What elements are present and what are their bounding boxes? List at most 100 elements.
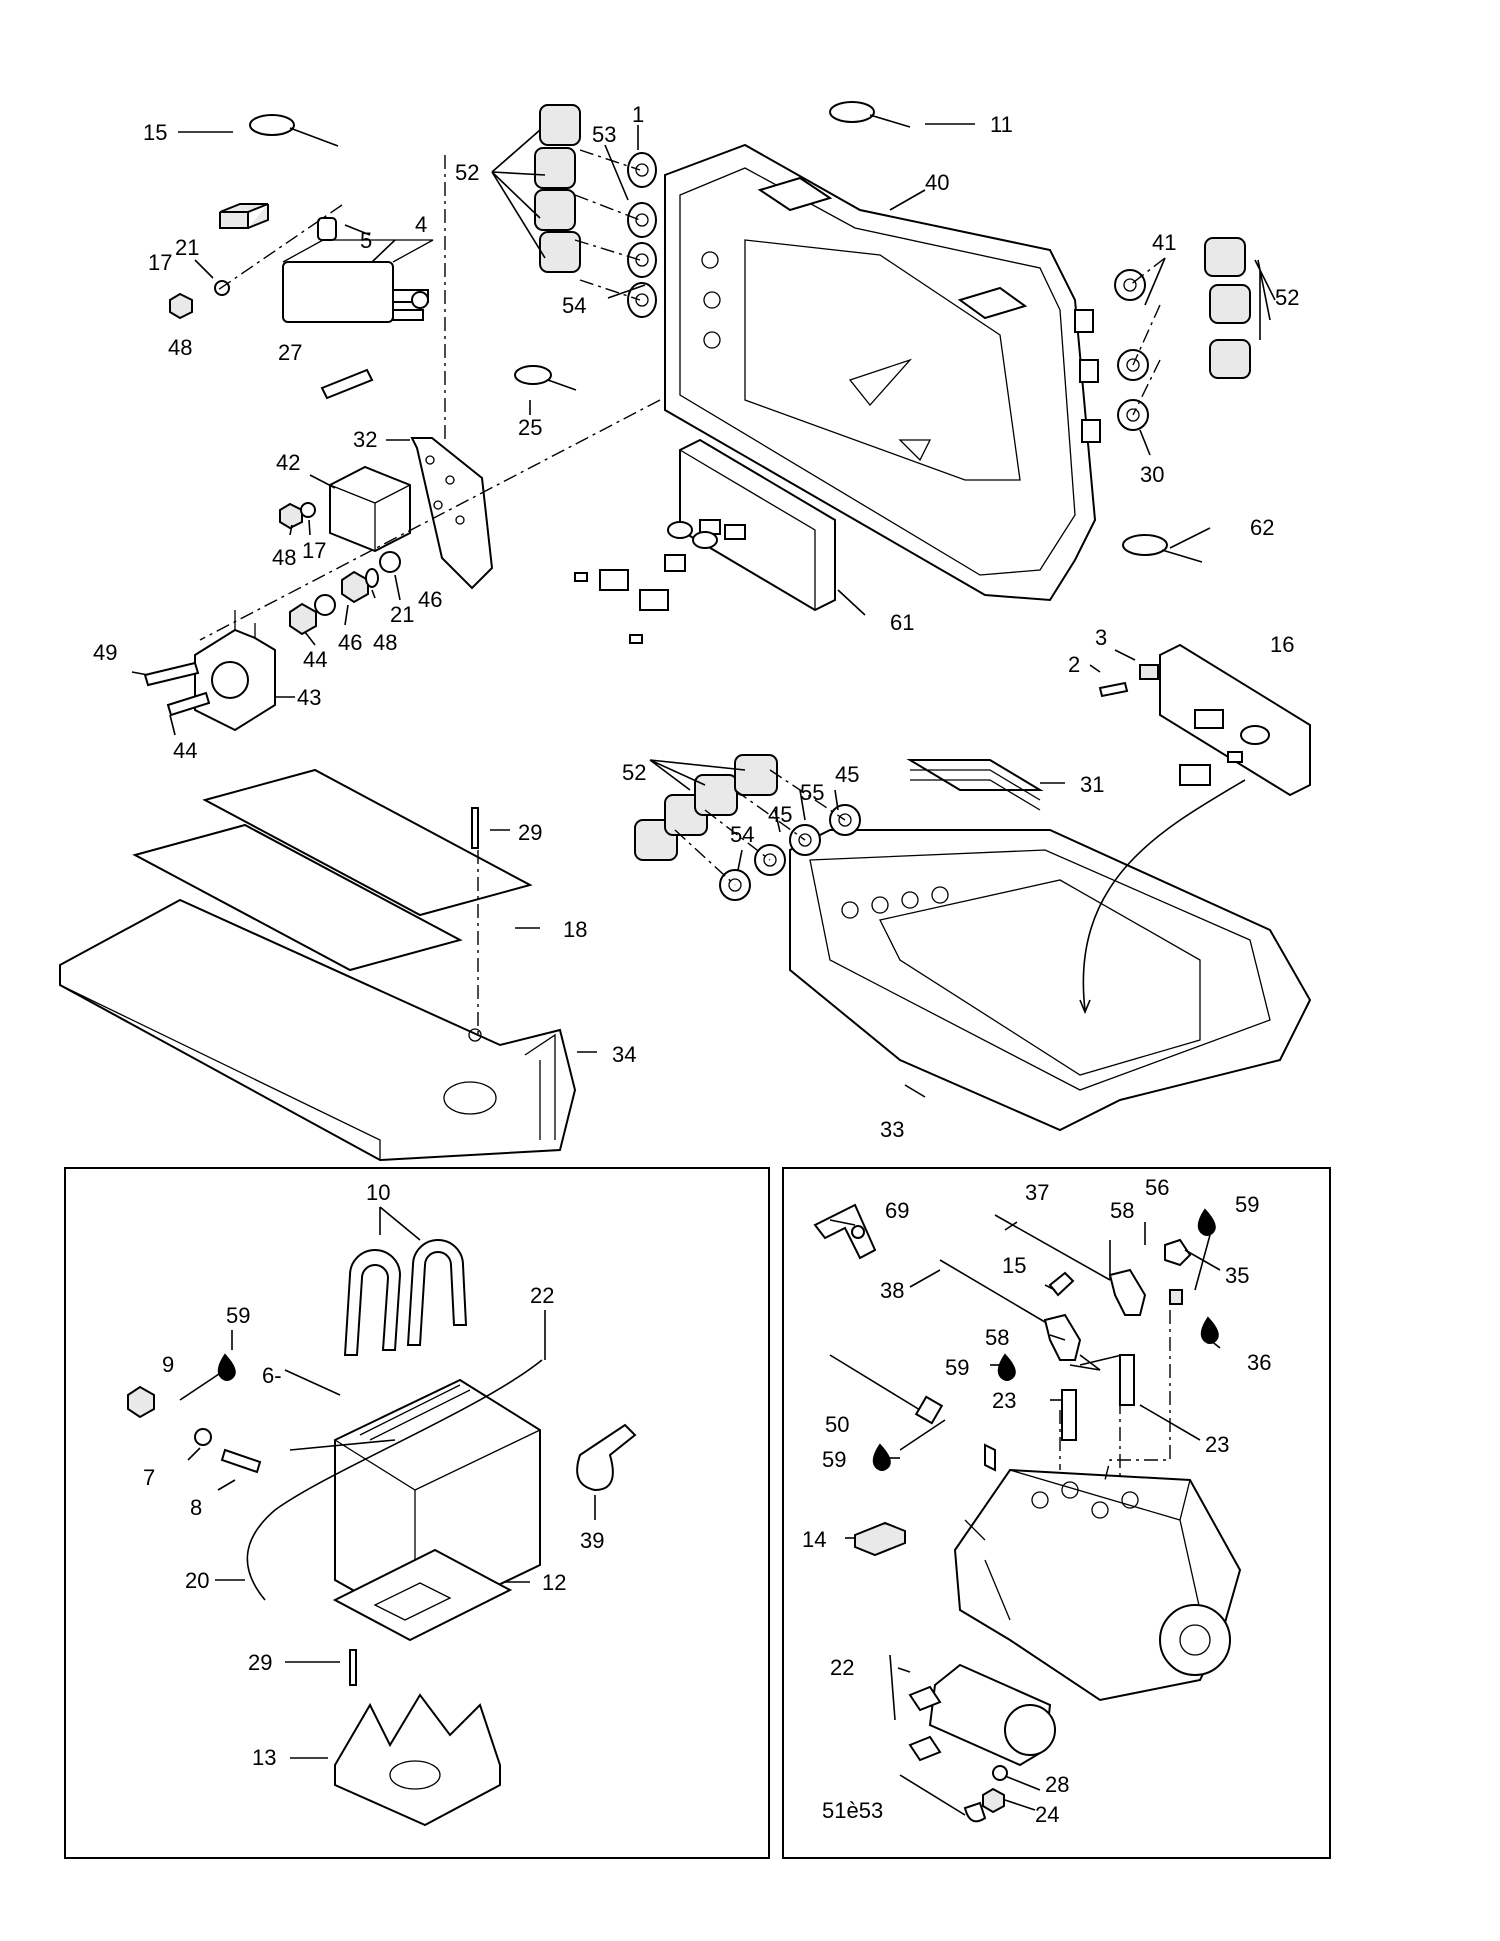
- label-48b: 48: [272, 545, 296, 570]
- label-15a: 15: [143, 120, 167, 145]
- callout-labels: 15 11 1 53 52 40 4 5 21 17 48 27 54 41 5…: [93, 102, 1299, 1827]
- cable-37-38: [939, 1214, 1111, 1326]
- battery-section-frame: [64, 1167, 770, 1859]
- label-51-53: 51è53: [822, 1798, 883, 1823]
- label-53a: 53: [592, 122, 616, 147]
- grommets-left-top: [534, 104, 657, 318]
- label-59c: 59: [945, 1355, 969, 1380]
- label-16: 16: [1270, 632, 1294, 657]
- bolt-27: [320, 368, 374, 400]
- grommets-right-top: [1114, 237, 1251, 431]
- label-22a: 22: [530, 1283, 554, 1308]
- label-69: 69: [885, 1198, 909, 1223]
- label-34: 34: [612, 1042, 636, 1067]
- label-54a: 54: [562, 293, 586, 318]
- washer-46a: [379, 551, 401, 573]
- label-9: 9: [162, 1352, 174, 1377]
- label-58a: 58: [1110, 1198, 1134, 1223]
- label-41: 41: [1152, 230, 1176, 255]
- label-25: 25: [518, 415, 542, 440]
- rivet-29b: [349, 1649, 357, 1686]
- washer-28: [992, 1765, 1008, 1781]
- label-14: 14: [802, 1527, 826, 1552]
- label-59d: 59: [822, 1447, 846, 1472]
- label-62: 62: [1250, 515, 1274, 540]
- bushing-5: [317, 217, 337, 241]
- label-45a: 45: [835, 762, 859, 787]
- label-39: 39: [580, 1528, 604, 1553]
- label-18: 18: [563, 917, 587, 942]
- label-10: 10: [366, 1180, 390, 1205]
- nut-44a: [289, 602, 317, 636]
- oil-drop-59a: [217, 1353, 236, 1381]
- label-40: 40: [925, 170, 949, 195]
- tray-12: [332, 1548, 513, 1642]
- bracket-32: [410, 437, 494, 590]
- label-17b: 17: [302, 538, 326, 563]
- clip-69: [813, 1203, 877, 1260]
- label-61: 61: [890, 610, 914, 635]
- label-48a: 48: [168, 335, 192, 360]
- label-12: 12: [542, 1570, 566, 1595]
- label-31: 31: [1080, 772, 1104, 797]
- label-46a: 46: [418, 587, 442, 612]
- label-55: 55: [800, 780, 824, 805]
- label-13: 13: [252, 1745, 276, 1770]
- nut-48a: [169, 292, 193, 320]
- spark-plugs-23: [1061, 1354, 1135, 1441]
- bolt-49: [143, 661, 200, 687]
- washer-17b: [300, 502, 316, 518]
- label-21b: 21: [390, 602, 414, 627]
- nut-9: [127, 1385, 155, 1419]
- foam-pad-18: [132, 768, 533, 972]
- label-35: 35: [1225, 1263, 1249, 1288]
- nut-24: [982, 1787, 1005, 1814]
- label-11: 11: [990, 112, 1013, 137]
- solenoid-4: [282, 239, 434, 323]
- label-44a: 44: [303, 647, 327, 672]
- label-3: 3: [1095, 625, 1107, 650]
- oil-drop-59b: [1197, 1208, 1216, 1236]
- battery-straps-10: [343, 1239, 468, 1356]
- screw-2: [1098, 681, 1129, 698]
- label-28: 28: [1045, 1772, 1069, 1797]
- label-45b: 45: [768, 802, 792, 827]
- cable-tie-15b: [1048, 1271, 1075, 1297]
- leader-lines: [131, 123, 1276, 1811]
- rivet-29a: [471, 807, 479, 849]
- label-48c: 48: [373, 630, 397, 655]
- label-38: 38: [880, 1278, 904, 1303]
- engine: [953, 1468, 1242, 1702]
- spark-plug-cap-58b: [1043, 1313, 1082, 1361]
- washer-7: [194, 1428, 212, 1446]
- connector-small: [219, 203, 269, 229]
- label-27: 27: [278, 340, 302, 365]
- washer-21b: [365, 568, 379, 588]
- label-15b: 15: [1002, 1253, 1026, 1278]
- spark-plug-cap-58a: [1108, 1268, 1147, 1316]
- label-22b: 22: [830, 1655, 854, 1680]
- fuse-module-61: [574, 438, 836, 644]
- label-56: 56: [1145, 1175, 1169, 1200]
- label-42: 42: [276, 450, 300, 475]
- fuse-holder-16: [1159, 643, 1311, 797]
- label-1: 1: [632, 102, 644, 127]
- label-21a: 21: [175, 235, 199, 260]
- oil-drop-59c: [997, 1353, 1016, 1381]
- fuse-block-14: [854, 1521, 906, 1557]
- oil-drop-36: [1200, 1316, 1219, 1344]
- label-33: 33: [880, 1117, 904, 1142]
- label-23a: 23: [992, 1388, 1016, 1413]
- label-52c: 52: [622, 760, 646, 785]
- label-49: 49: [93, 640, 117, 665]
- label-7: 7: [143, 1465, 155, 1490]
- boot-39: [576, 1423, 637, 1492]
- battery-holder-13: [334, 1693, 501, 1827]
- label-29a: 29: [518, 820, 542, 845]
- clip-3: [1139, 664, 1159, 680]
- assembly-lines: [199, 149, 1246, 1481]
- label-36: 36: [1247, 1350, 1271, 1375]
- label-29b: 29: [248, 1650, 272, 1675]
- starter-motor: [908, 1663, 1056, 1767]
